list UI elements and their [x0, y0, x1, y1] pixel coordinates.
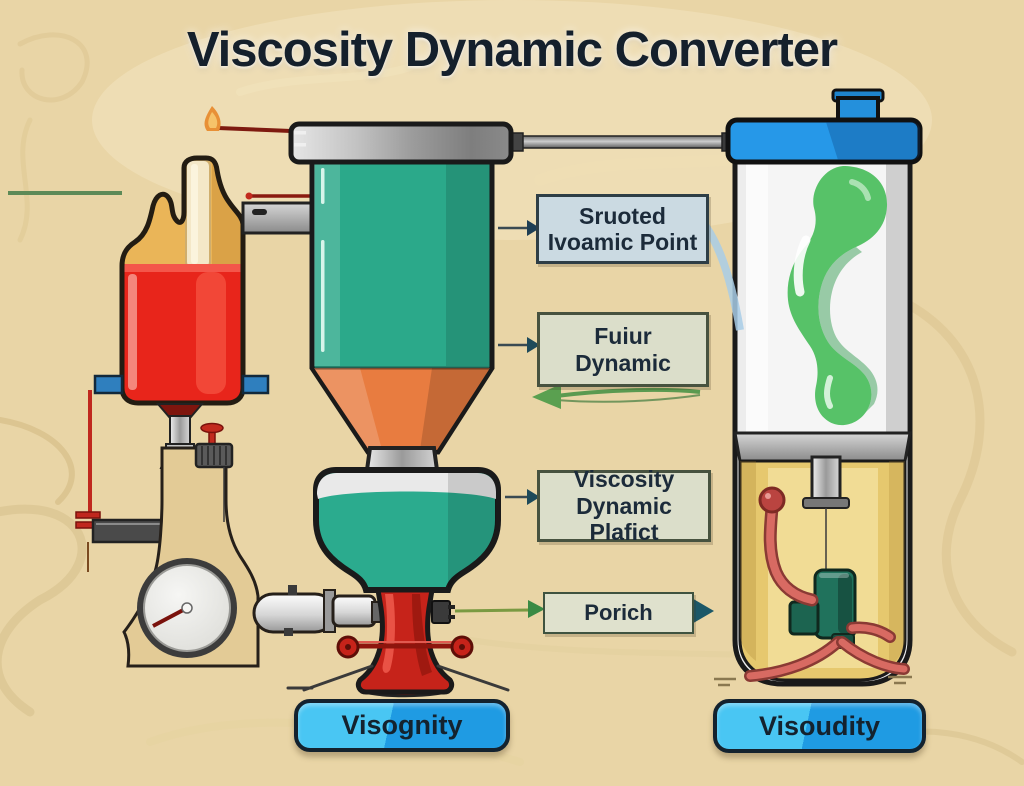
cylinder-cap [288, 121, 514, 165]
regulator-knob[interactable] [194, 422, 234, 523]
label-line: Viscosity [573, 466, 675, 493]
right-port-fitting [241, 374, 270, 395]
porich-out-arrow [690, 597, 714, 625]
label-line: Dynamic Plafict [576, 492, 672, 546]
transfer-rod [507, 135, 739, 149]
chrome-outlet-pipe [252, 585, 382, 636]
burner-wire [217, 126, 292, 133]
label-box-fuiur: Fuiur Dynamic [537, 312, 709, 387]
gauge-needle [152, 606, 188, 628]
left-port-fitting [93, 374, 124, 395]
yellow-chamber [738, 455, 910, 682]
porich-in-arrow [528, 600, 545, 618]
trumpet-valve [336, 587, 474, 698]
arrowhead-label-1 [527, 220, 540, 236]
collector-bowl [313, 467, 501, 593]
ground-marks [714, 675, 912, 687]
gauge-pedestal [122, 422, 382, 668]
outlet-fitting [431, 600, 531, 624]
visognity-button[interactable]: Visognity [294, 699, 510, 752]
stand-legs [286, 664, 510, 692]
label-box-porich: Porich [543, 592, 694, 634]
red-tubes [744, 486, 910, 682]
label-line: Dynamic [575, 349, 671, 376]
green-specimen-blob [787, 166, 888, 426]
plunger-shaft [810, 455, 842, 503]
main-cylinder [288, 121, 514, 455]
blue-cap [725, 88, 923, 165]
page-title: Viscosity Dynamic Converter [186, 23, 838, 77]
inlet-pipe [241, 192, 317, 235]
pressure-gauge [137, 558, 237, 658]
arrowhead-label-3 [527, 489, 540, 505]
label-line: Fuiur [594, 323, 652, 350]
right-apparatus [714, 88, 923, 687]
label-line: Sruoted [579, 202, 666, 229]
visoudity-button[interactable]: Visoudity [713, 699, 926, 753]
label-box-sruoted: Sruoted Ivoamic Point [536, 194, 709, 264]
arrowhead-label-2 [527, 337, 540, 353]
center-apparatus [241, 121, 739, 698]
label-line: Porich [584, 600, 653, 626]
label-line: Ivoamic Point [547, 229, 698, 255]
green-return-arrow [532, 384, 701, 409]
label-box-viscosity: Viscosity Dynamic Plafict [537, 466, 711, 545]
funnel-section [314, 368, 490, 450]
connector-arrows [498, 202, 744, 625]
